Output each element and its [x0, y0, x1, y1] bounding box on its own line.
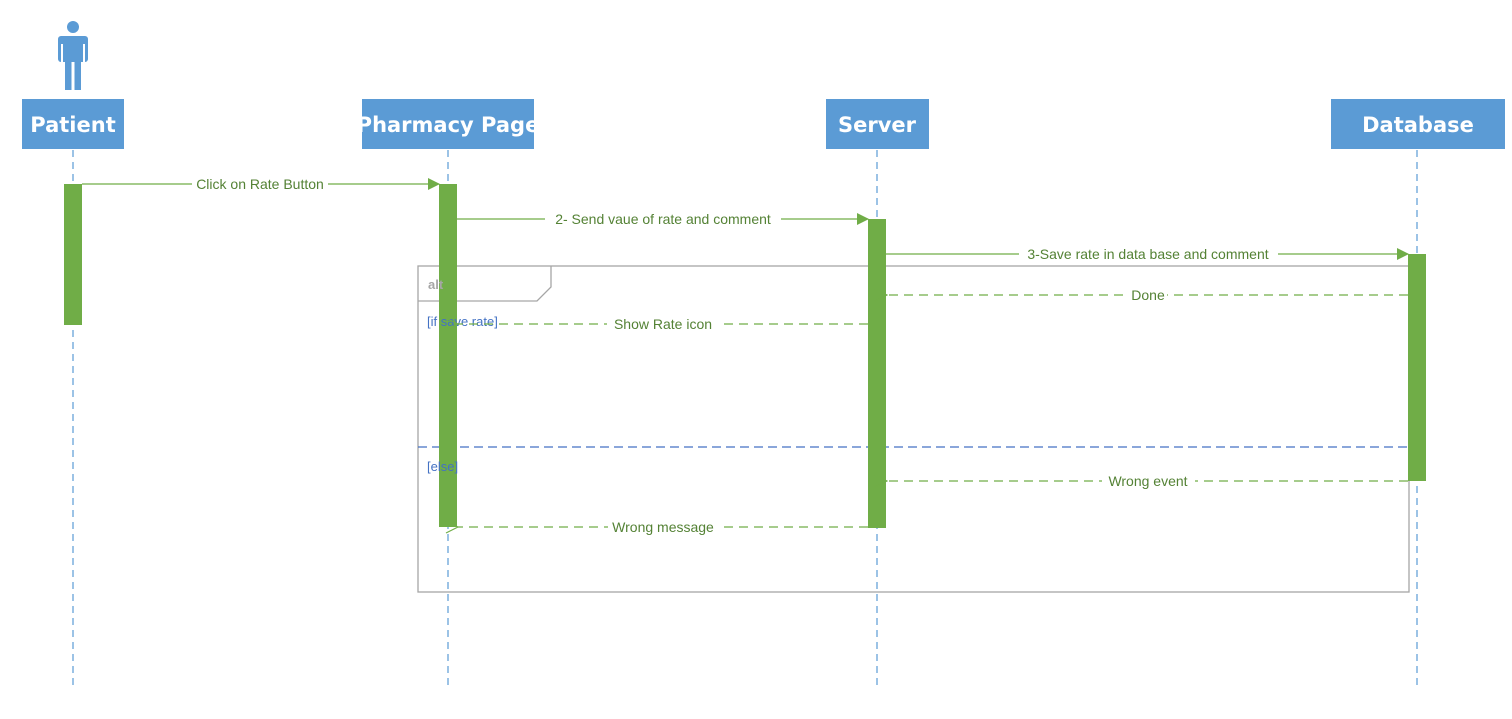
database-activation	[1408, 254, 1426, 481]
patient-header: Patient	[22, 99, 124, 149]
pharmacy-header: Pharmacy Page	[357, 99, 540, 149]
server-label: Server	[838, 113, 917, 137]
message-2-label: 2- Send vaue of rate and comment	[555, 211, 771, 227]
patient-label: Patient	[30, 113, 115, 137]
database-label: Database	[1362, 113, 1474, 137]
pharmacy-label: Pharmacy Page	[357, 113, 540, 137]
patient-activation	[64, 184, 82, 325]
message-1-label: Click on Rate Button	[196, 176, 324, 192]
guard-else: [else]	[427, 459, 458, 474]
show-rate-label: Show Rate icon	[614, 316, 712, 332]
guard-if: [if save rate]	[427, 314, 498, 329]
alt-fragment	[417, 265, 1410, 593]
database-header: Database	[1331, 99, 1505, 149]
wrong-message-label: Wrong message	[612, 519, 714, 535]
message-3-label: 3-Save rate in data base and comment	[1027, 246, 1268, 262]
done-label: Done	[1131, 287, 1165, 303]
fragment-operator: alt	[428, 277, 444, 292]
pharmacy-activation	[439, 184, 457, 527]
server-header: Server	[826, 99, 929, 149]
server-activation	[868, 219, 886, 528]
wrong-event-label: Wrong event	[1108, 473, 1187, 489]
person-icon	[58, 21, 88, 90]
